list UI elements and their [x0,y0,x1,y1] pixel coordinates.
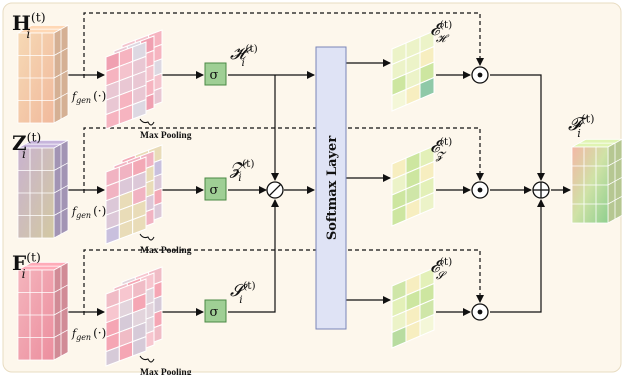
input-label-f-base: F [12,251,26,275]
input-label-h: H(t)i [12,10,46,41]
sigma-symbol-0: σ [210,68,219,83]
attention-map-z [391,145,435,227]
multiply-dot-z [477,187,483,193]
fgen-sub-2: gen [76,333,91,342]
attention-label-1-sup: (t) [440,136,452,148]
input-label-f-sub: i [22,266,26,281]
input-label-z-sub: i [22,146,26,161]
fgen-label-1: fgen(·) [71,204,106,220]
sigma-symbol-1: σ [210,183,219,198]
shapes-layer [17,24,623,367]
dashed-skip-h [83,12,484,78]
fgen-arg-2: (·) [93,326,106,340]
output-label-sub: i [577,127,581,140]
input-tensor-h [17,24,69,124]
fgen-sub-1: gen [76,211,91,220]
pooling-sheet-front-h [105,41,147,130]
input-tensor-z [17,139,69,239]
arrow-mul-h-to-add [490,74,545,181]
max-pooling-label-1: Max Pooling [140,246,192,256]
fgen-arg-0: (·) [93,89,106,103]
divide-slash [268,183,282,197]
max-pooling-label-2: Max Pooling [140,368,192,375]
sigma-symbol-2: σ [210,305,219,320]
arrow-mul-s-to-add [490,199,545,313]
fgen-label-2: fgen(·) [71,326,106,342]
sigma-box-f [204,299,227,323]
attention-label-2-sup: (t) [440,256,452,268]
fgen-label-0: fgen(·) [71,89,106,105]
fgen-f-2: f [71,327,78,340]
input-label-z-base: Z [12,131,27,155]
input-label-h-base: H [12,11,31,35]
softmax-label: Softmax Layer [325,136,340,241]
input-label-h-sub: i [26,26,30,41]
attention-label-2: 𝓔(t)𝓢 [430,256,452,282]
multiply-dot-f [477,309,483,315]
pooled-label-1-sub: i [238,172,241,184]
max-pooling-brace-z [139,233,155,241]
input-label-h-sup: (t) [31,10,46,25]
attention-label-2-sub: 𝓢 [436,270,447,282]
output-tensor [571,138,623,224]
dashed-skip-z [83,127,484,193]
input-label-z: Z(t)i [12,130,41,161]
output-label-sup: (t) [581,112,594,125]
attention-map-h [391,30,435,112]
attention-map-f [391,267,435,349]
input-label-f: F(t)i [12,250,41,281]
arrow-sigma-s-to-divide [228,199,279,313]
connector-lines [54,12,571,316]
max-pooling-brace-h [139,118,155,126]
softmax-layer-box [315,46,347,330]
input-tensor-f [17,261,69,361]
add-plus [533,182,549,198]
max-pooling-brace-f [139,355,155,363]
input-label-f-sup: (t) [26,250,41,265]
fgen-f-0: f [71,90,78,103]
sigma-box-z [204,177,227,201]
pooled-label-2-sub: i [239,294,242,306]
pooled-label-2-sup: (t) [243,280,255,292]
pooled-label-0-sub: i [241,57,244,69]
max-pooling-label-0: Max Pooling [140,131,192,141]
attention-label-0-sup: (t) [440,19,452,31]
fgen-sub-0: gen [76,96,91,105]
pooling-sheet-front-z [105,156,147,245]
fgen-f-1: f [71,205,78,218]
pooling-sheet-front-f [105,278,147,367]
pooled-label-1-sup: (t) [242,158,254,170]
dashed-skip-f [83,249,484,315]
input-label-z-sup: (t) [27,130,42,145]
sigma-box-h [204,62,227,86]
pooled-label-0-sup: (t) [245,43,257,55]
multiply-dot-h [477,72,483,78]
fgen-arg-1: (·) [93,204,106,218]
